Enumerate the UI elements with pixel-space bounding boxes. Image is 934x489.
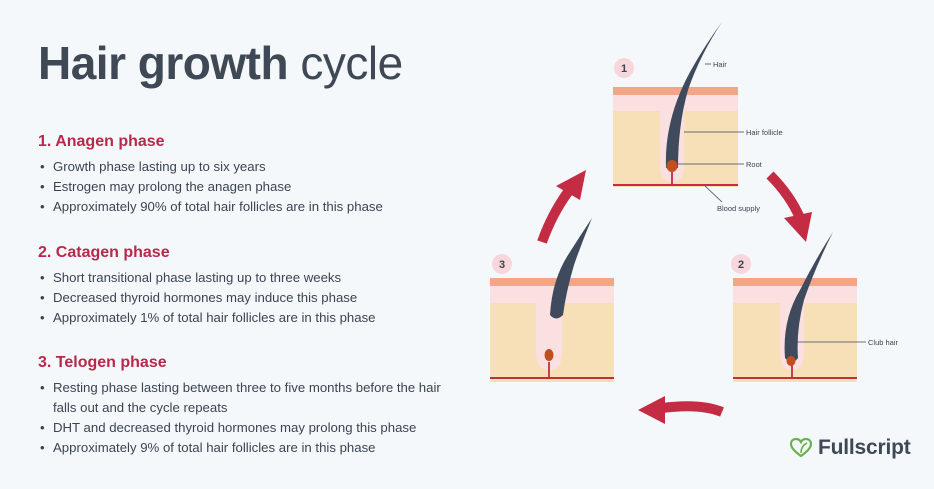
bullet-item: Growth phase lasting up to six years	[38, 157, 383, 177]
cycle-arrow-3-to-1	[537, 170, 586, 244]
stage-number-badge	[492, 254, 512, 274]
phase-heading: 1. Anagen phase	[38, 133, 165, 150]
hair-root-bulb	[786, 356, 796, 366]
cycle-arrow-1-to-2	[766, 171, 812, 242]
skin-surface	[490, 278, 614, 286]
label-blood-supply: Blood supply	[717, 204, 760, 213]
bullet-item: Approximately 1% of total hair follicles…	[38, 308, 376, 328]
hair-root-bulb	[666, 160, 678, 172]
stage-number-badge	[731, 254, 751, 274]
stage-number: 3	[499, 259, 505, 271]
hair-root-bulb	[544, 349, 554, 361]
resting-hair-shaft	[550, 218, 592, 319]
arrow-body	[766, 171, 805, 221]
phase-telogen: 3. Telogen phase Resting phase lasting b…	[38, 354, 458, 458]
stage-number: 1	[621, 63, 627, 75]
label-hair: Hair	[713, 60, 727, 69]
arrow-head	[556, 170, 586, 200]
bullet-item: Approximately 9% of total hair follicles…	[38, 438, 458, 458]
phase-anagen: 1. Anagen phase Growth phase lasting up …	[38, 133, 383, 217]
phase-bullet-list: Resting phase lasting between three to f…	[38, 378, 458, 458]
page-title: Hair growth cycle	[38, 40, 403, 86]
title-bold: Hair growth	[38, 37, 289, 89]
phase-bullet-list: Growth phase lasting up to six years Est…	[38, 157, 383, 217]
stage-number-badge	[614, 58, 634, 78]
arrow-head	[784, 212, 812, 242]
bullet-item: DHT and decreased thyroid hormones may p…	[38, 418, 458, 438]
cycle-arrow-2-to-3	[638, 396, 724, 424]
title-light: cycle	[300, 37, 403, 89]
phase-catagen: 2. Catagen phase Short transitional phas…	[38, 244, 376, 328]
phase-bullet-list: Short transitional phase lasting up to t…	[38, 268, 376, 328]
bullet-item: Short transitional phase lasting up to t…	[38, 268, 376, 288]
skin-surface	[733, 278, 857, 286]
phase-heading: 2. Catagen phase	[38, 244, 170, 261]
label-leader	[704, 185, 723, 203]
club-hair-shaft	[784, 232, 833, 362]
arrow-body	[661, 401, 724, 417]
stage-number: 2	[738, 259, 744, 271]
label-club-hair: Club hair	[868, 338, 899, 347]
skin-surface	[613, 87, 738, 95]
arrow-body	[537, 189, 573, 244]
bullet-item: Estrogen may prolong the anagen phase	[38, 177, 383, 197]
leaf-heart-icon	[790, 438, 812, 458]
stage-3-skin-section	[490, 278, 614, 382]
bullet-item: Resting phase lasting between three to f…	[38, 378, 458, 418]
phase-heading: 3. Telogen phase	[38, 354, 167, 371]
bullet-item: Decreased thyroid hormones may induce th…	[38, 288, 376, 308]
hair-shaft	[665, 22, 722, 168]
fullscript-logo: Fullscript	[790, 436, 911, 460]
label-hair-follicle: Hair follicle	[746, 128, 783, 137]
label-root: Root	[746, 160, 763, 169]
bullet-item: Approximately 90% of total hair follicle…	[38, 197, 383, 217]
brand-name: Fullscript	[818, 436, 911, 459]
arrow-head	[638, 396, 665, 424]
